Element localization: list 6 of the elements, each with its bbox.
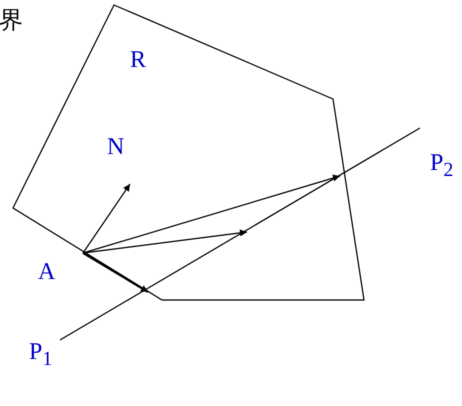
endpoint-label: P$_{2}$ (430, 151, 454, 180)
point-label: A (38, 260, 56, 284)
region-label: R (130, 48, 146, 72)
endpoint-label: P$_{1}$ (29, 340, 52, 369)
normal-label: N (107, 135, 124, 159)
heading-text: 界 (0, 8, 23, 32)
